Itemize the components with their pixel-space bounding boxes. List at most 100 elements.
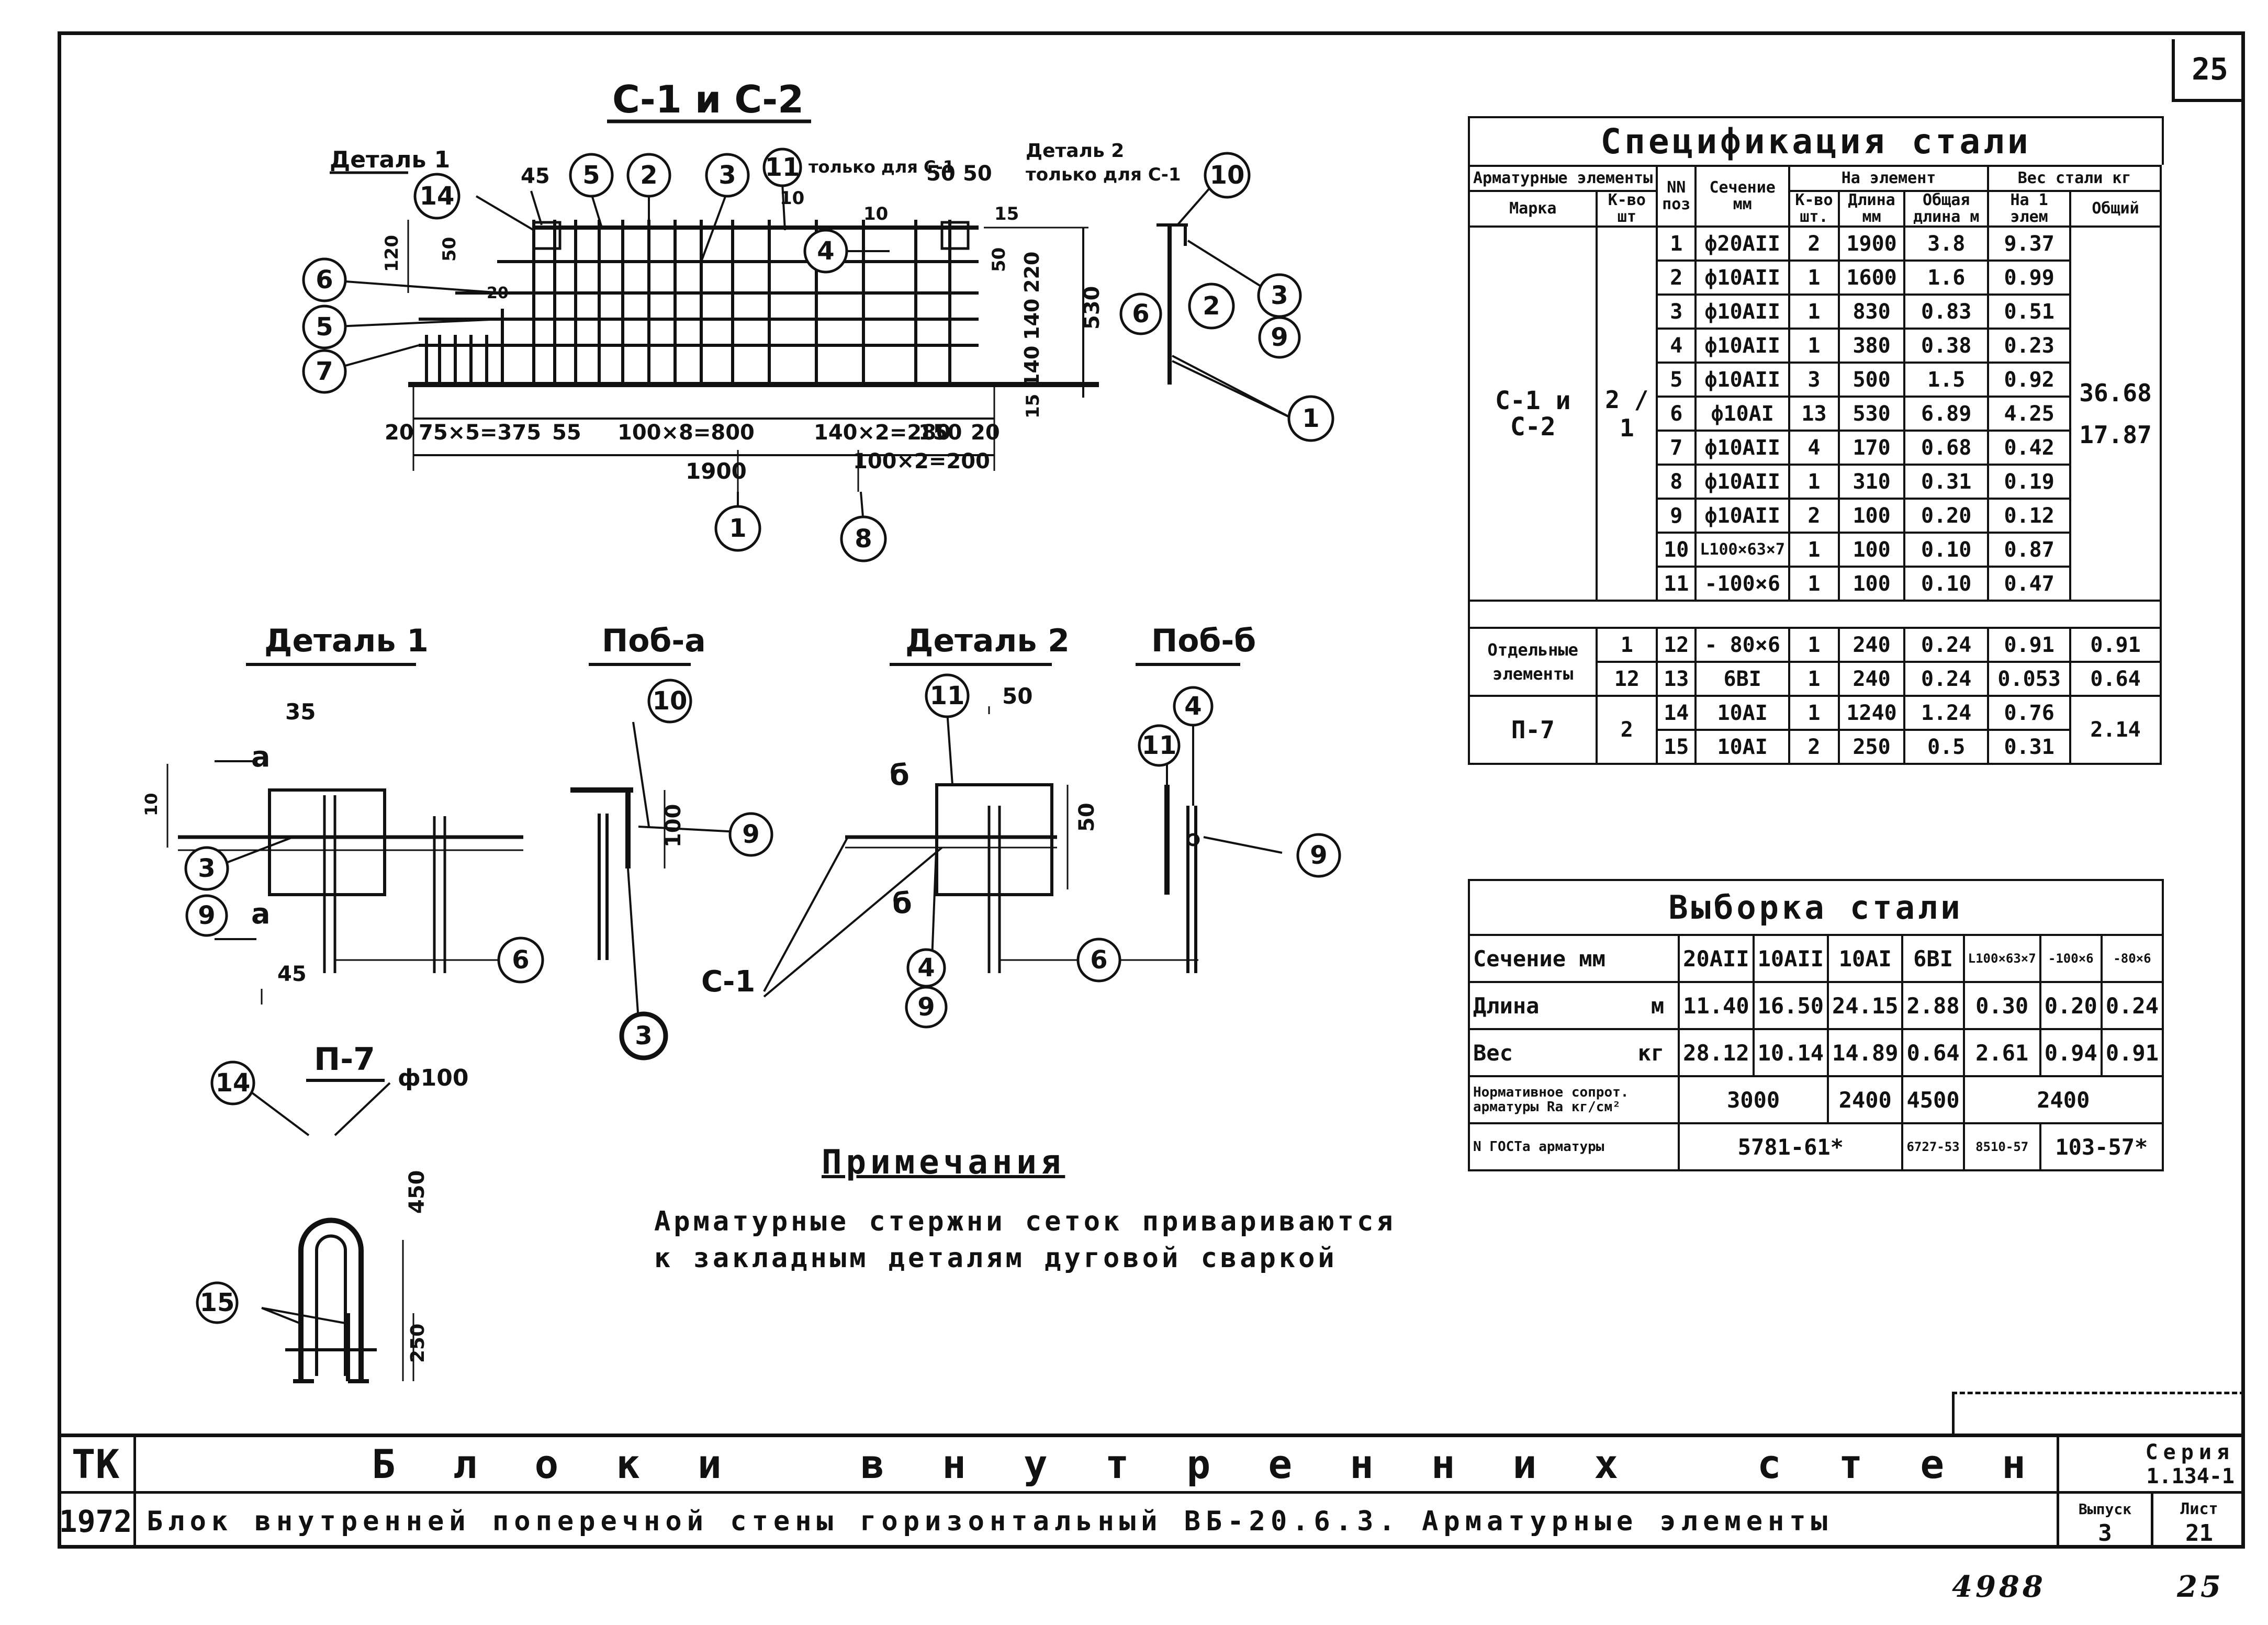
tb-issue: 3 bbox=[2098, 1519, 2112, 1547]
spec-cell: 3.8 bbox=[1903, 225, 1990, 262]
dim-top-10b: 10 bbox=[863, 204, 888, 224]
spec-cell: 0.24 bbox=[1903, 627, 1990, 663]
vyb-length-label: Длина м bbox=[1467, 981, 1680, 1030]
spec-cell: ф10АII bbox=[1694, 498, 1790, 534]
vyb-cell: 0.24 bbox=[2100, 981, 2164, 1030]
tb-sheet-label: Лист bbox=[2180, 1499, 2218, 1518]
spec-group2-count1: 1 bbox=[1596, 627, 1658, 663]
spec-group1-total-2: 17.87 bbox=[2079, 420, 2152, 449]
spec-cell: 10АI bbox=[1694, 695, 1790, 731]
element-15-drawing bbox=[285, 1313, 414, 1381]
spec-cell: 1600 bbox=[1837, 259, 1906, 296]
marker-5-left: 5 bbox=[316, 312, 333, 342]
spec-cell: 1.5 bbox=[1903, 362, 1990, 398]
spec-cell: 0.12 bbox=[1987, 498, 2072, 534]
spec-cell: 2 bbox=[1788, 498, 1840, 534]
spec-cell: 240 bbox=[1837, 627, 1906, 663]
dim-bottom-800: 100×8=800 bbox=[617, 421, 755, 445]
spec-cell: 4.25 bbox=[1987, 396, 2072, 432]
vyb-cell: 20АII bbox=[1678, 934, 1755, 983]
dim-right-15: 15 bbox=[1023, 394, 1043, 419]
pod-a-title: Поб-а bbox=[602, 623, 706, 659]
dim-sub-200: 100×2=200 bbox=[853, 449, 990, 473]
table-row: Сечение мм 20АII 10АII 10АI 6ВI L100×63×… bbox=[1467, 934, 2164, 983]
marker-6-section: 6 bbox=[1132, 299, 1149, 329]
spec-cell: ф20АII bbox=[1694, 225, 1790, 262]
spec-h-length: Длина мм bbox=[1837, 190, 1906, 228]
spec-cell: 13 bbox=[1656, 661, 1697, 697]
notes-line-1: Арматурные стержни сеток привариваются bbox=[654, 1206, 1396, 1237]
tb-sheet: 21 bbox=[2185, 1519, 2213, 1547]
det1-dim-45: 45 bbox=[277, 962, 307, 986]
marker-3-top: 3 bbox=[718, 161, 736, 190]
spec-cell: ф10АII bbox=[1694, 294, 1790, 330]
dim-bottom-20b: 20 bbox=[971, 421, 1000, 445]
marker-3-poda: 3 bbox=[635, 1021, 652, 1051]
vyb-cell: 8510-57 bbox=[1962, 1122, 2041, 1171]
vyb-cell: 103-57* bbox=[2039, 1122, 2164, 1171]
dim-top-10a: 10 bbox=[780, 188, 804, 209]
marker-4-podb: 4 bbox=[1184, 692, 1202, 721]
marker-5-top: 5 bbox=[582, 161, 600, 190]
spec-cell: 1240 bbox=[1837, 695, 1906, 731]
dim-bottom-55: 55 bbox=[552, 421, 581, 445]
spec-cell: 15 bbox=[1656, 729, 1697, 765]
dim-top-50a: 50 bbox=[926, 162, 956, 186]
spec-cell: 5 bbox=[1656, 362, 1697, 398]
main-drawing-title: С-1 и С-2 bbox=[612, 77, 804, 121]
vyb-gost-label: N ГОСТа арматуры bbox=[1467, 1122, 1680, 1171]
spec-group3-total: 2.14 bbox=[2069, 695, 2162, 765]
pod-b-title: Поб-б bbox=[1151, 623, 1256, 659]
spec-cell: 0.31 bbox=[1987, 729, 2072, 765]
spec-cell: 6 bbox=[1656, 396, 1697, 432]
vyb-cell: 2.88 bbox=[1901, 981, 1965, 1030]
det1-dim-35: 35 bbox=[285, 699, 316, 725]
vyborka-caption: Выборка стали bbox=[1468, 879, 2164, 934]
marker-14-p7: 14 bbox=[216, 1068, 251, 1098]
spec-cell: 1 bbox=[1788, 464, 1840, 500]
spec-cell: 0.91 bbox=[2069, 627, 2162, 663]
spec-cell: 9 bbox=[1656, 498, 1697, 534]
spec-h-on-elem: На элемент bbox=[1788, 165, 1990, 192]
spec-cell: 2 bbox=[1788, 225, 1840, 262]
marker-9-det1: 9 bbox=[198, 901, 215, 930]
spec-cell: 12 bbox=[1656, 627, 1697, 663]
marker-2-section: 2 bbox=[1203, 291, 1220, 321]
spec-cell: 100 bbox=[1837, 566, 1906, 602]
mesh-section-view bbox=[1157, 182, 1293, 420]
pod-b-drawing bbox=[1164, 785, 1200, 973]
marker-10-section: 10 bbox=[1210, 161, 1245, 190]
det2-dim-50-right: 50 bbox=[1075, 803, 1099, 832]
dim-top-50b: 50 bbox=[963, 162, 992, 186]
table-row: С-1 и С-2 2 / 1 1 ф20АII 2 1900 3.8 9.37… bbox=[1467, 225, 2163, 602]
spec-cell: 0.99 bbox=[1987, 259, 2072, 296]
spec-table: Спецификация стали Арматурные элементы N… bbox=[1467, 116, 2164, 765]
vyb-cell: 0.64 bbox=[1901, 1028, 1965, 1077]
spec-h-count: К-во шт bbox=[1596, 190, 1658, 228]
table-row: N ГОСТа арматуры 5781-61* 6727-53 8510-5… bbox=[1467, 1122, 2164, 1171]
vyb-cell: 0.20 bbox=[2039, 981, 2103, 1030]
title-block: ТК 1972 Блоки внутренних стен Блок внутр… bbox=[58, 1392, 2245, 1549]
tb-issue-label: Выпуск bbox=[2078, 1500, 2132, 1518]
spec-cell: 7 bbox=[1656, 430, 1697, 466]
spec-cell: ф10АII bbox=[1694, 430, 1790, 466]
notes-title: Примечания bbox=[822, 1143, 1065, 1182]
dim-right-140a: 140 bbox=[1020, 299, 1043, 340]
vyb-cell: 2400 bbox=[1962, 1075, 2164, 1124]
spec-cell: ф10АI bbox=[1694, 396, 1790, 432]
spec-cell: 500 bbox=[1837, 362, 1906, 398]
notes-line-2: к закладным деталям дуговой сваркой bbox=[654, 1243, 1338, 1274]
vyb-section-label: Сечение мм bbox=[1467, 934, 1680, 983]
spec-h-section: Сечение мм bbox=[1694, 165, 1790, 228]
dim-left-20: 20 bbox=[487, 284, 509, 302]
tb-series: 1.134-1 bbox=[2146, 1464, 2235, 1488]
spec-group2-mark: Отдельные элементы bbox=[1467, 627, 1598, 697]
spec-cell: 1.6 bbox=[1903, 259, 1990, 296]
spec-cell: 1 bbox=[1788, 532, 1840, 568]
table-row: 12 13 6ВI 1 240 0.24 0.053 0.64 bbox=[1469, 661, 2163, 697]
detail2-title: Деталь 2 bbox=[905, 623, 1070, 659]
spec-h-total-len: Общая длина м bbox=[1903, 190, 1990, 228]
handwritten-number: 4988 bbox=[1952, 1570, 2046, 1604]
